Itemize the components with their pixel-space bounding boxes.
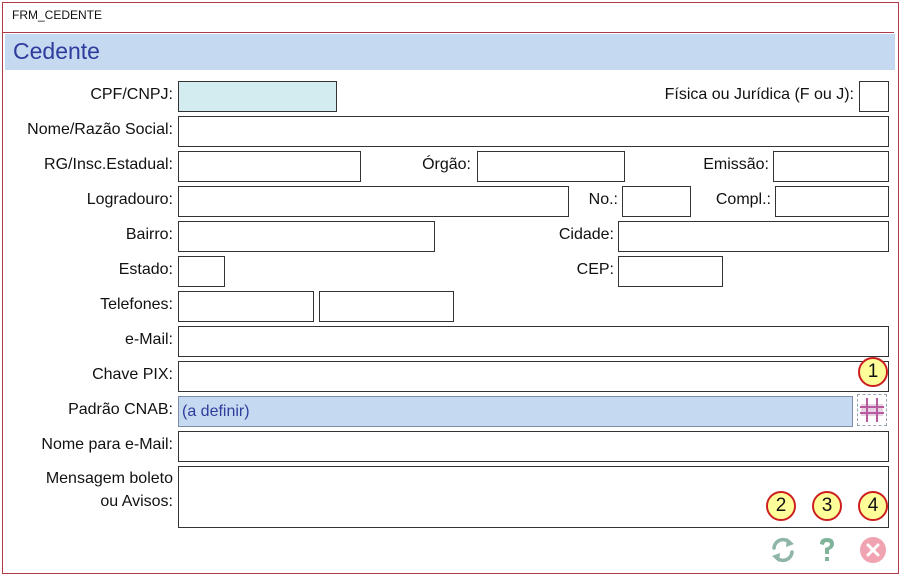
- cidade-label: Cidade:: [558, 226, 614, 243]
- telefone-2-input[interactable]: [319, 291, 454, 322]
- pix-input[interactable]: [178, 361, 889, 392]
- nome-email-label: Nome para e-Mail:: [41, 436, 173, 453]
- fisica-juridica-input[interactable]: [859, 81, 889, 112]
- cep-label: CEP:: [576, 261, 614, 278]
- estado-input[interactable]: [178, 256, 225, 287]
- rg-input[interactable]: [178, 151, 361, 182]
- telefone-1-input[interactable]: [178, 291, 314, 322]
- refresh-icon: [772, 537, 794, 563]
- help-button[interactable]: [811, 534, 843, 566]
- mensagem-label-line1: Mensagem boleto: [45, 470, 173, 487]
- help-icon: [820, 538, 834, 561]
- close-icon: [860, 537, 886, 563]
- nome-input[interactable]: [178, 116, 889, 147]
- callout-badge-4: 4: [858, 491, 888, 521]
- compl-label: Compl.:: [715, 191, 771, 208]
- logradouro-input[interactable]: [178, 186, 569, 217]
- emissao-input[interactable]: [773, 151, 889, 182]
- bairro-input[interactable]: [178, 221, 435, 252]
- emissao-label: Emissão:: [703, 156, 769, 173]
- email-input[interactable]: [178, 326, 889, 357]
- cpf-cnpj-label: CPF/CNPJ:: [90, 86, 173, 103]
- cep-input[interactable]: [618, 256, 723, 287]
- telefones-label: Telefones:: [100, 296, 173, 313]
- callout-badge-2: 2: [766, 491, 796, 521]
- rg-label: RG/Insc.Estadual:: [44, 156, 173, 173]
- form-header: Cedente: [5, 34, 895, 70]
- grid-icon: [860, 398, 884, 422]
- title-divider: [3, 32, 894, 33]
- close-button[interactable]: [857, 534, 889, 566]
- callout-badge-3: 3: [812, 491, 842, 521]
- logradouro-label: Logradouro:: [86, 191, 173, 208]
- bairro-label: Bairro:: [125, 226, 173, 243]
- mensagem-label-line2: ou Avisos:: [100, 493, 173, 510]
- orgao-input[interactable]: [477, 151, 625, 182]
- window-title: FRM_CEDENTE: [12, 8, 103, 22]
- nome-label: Nome/Razão Social:: [27, 121, 173, 138]
- estado-label: Estado:: [118, 261, 173, 278]
- numero-input[interactable]: [622, 186, 691, 217]
- fisica-juridica-label: Física ou Jurídica (F ou J):: [664, 86, 854, 103]
- refresh-button[interactable]: [767, 534, 799, 566]
- compl-input[interactable]: [775, 186, 889, 217]
- cpf-cnpj-input[interactable]: [178, 81, 337, 112]
- callout-badge-1: 1: [858, 357, 888, 387]
- pix-label: Chave PIX:: [92, 366, 173, 383]
- numero-label: No.:: [588, 191, 618, 208]
- cnab-grid-button[interactable]: [857, 394, 887, 426]
- nome-email-input[interactable]: [178, 431, 889, 462]
- orgao-label: Órgão:: [422, 156, 471, 173]
- cnab-label: Padrão CNAB:: [68, 401, 173, 418]
- cnab-combo[interactable]: (a definir): [178, 396, 853, 427]
- cidade-input[interactable]: [618, 221, 889, 252]
- email-label: e-Mail:: [124, 331, 173, 348]
- page-title: Cedente: [13, 38, 100, 64]
